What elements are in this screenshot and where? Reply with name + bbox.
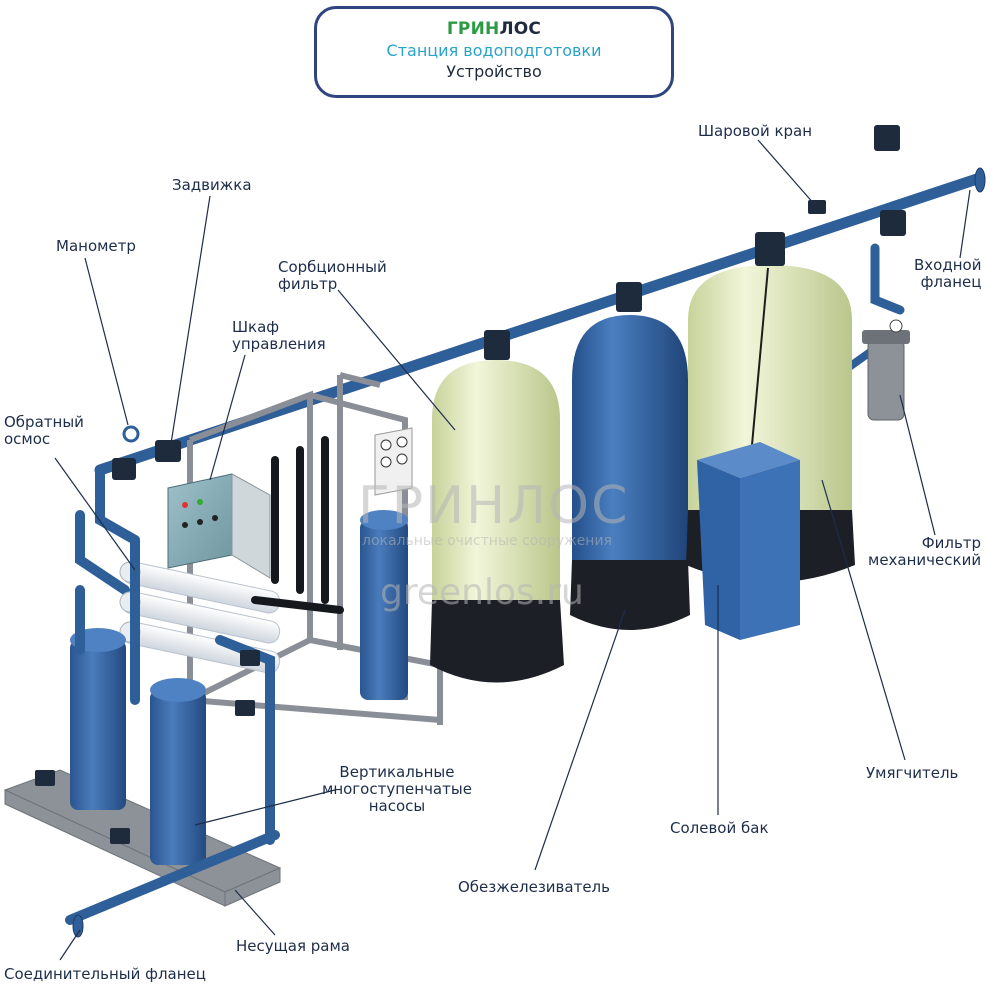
label-manometer: Манометр [56, 238, 136, 255]
label-salt-tank-text: Солевой бак [670, 819, 769, 837]
label-ball-valve-text: Шаровой кран [698, 122, 813, 140]
label-frame-text: Несущая рама [236, 937, 350, 955]
label-pumps-line3: насосы [368, 797, 426, 815]
ro-membranes [119, 561, 281, 674]
label-connecting-flange: Соединительный фланец [4, 966, 206, 983]
salt-tank [697, 442, 800, 640]
label-mechanical-filter-line2: механический [868, 551, 982, 569]
label-sorption-filter-line2: фильтр [278, 275, 338, 293]
sorption-filter-tank [430, 330, 564, 683]
pump-valves [35, 650, 260, 844]
gauge-panel [374, 427, 413, 496]
label-control-cabinet: Шкаф управления [232, 319, 326, 353]
label-pumps-line2: многоступенчатые [322, 780, 472, 798]
brand-green-part: ГРИН [446, 19, 500, 39]
label-deironer: Обезжелезиватель [458, 879, 610, 896]
label-sorption-filter: Сорбционный фильтр [278, 259, 387, 293]
label-mechanical-filter-line1: Фильтр [921, 534, 982, 552]
label-control-cabinet-line2: управления [232, 335, 326, 353]
label-pumps: Вертикальные многоступенчатые насосы [322, 764, 472, 815]
label-connecting-flange-text: Соединительный фланец [4, 965, 206, 983]
brand-dark-part: ЛОС [499, 19, 542, 39]
label-gate-valve-text: Задвижка [172, 176, 252, 194]
label-inlet-flange: Входной фланец [914, 257, 981, 291]
label-reverse-osmosis: Обратный осмос [4, 414, 84, 448]
watermark-brand: ГРИНЛОС [358, 476, 630, 536]
label-deironer-text: Обезжелезиватель [458, 878, 610, 896]
label-gate-valve: Задвижка [172, 177, 252, 194]
brand-title: ГРИНЛОС [317, 19, 671, 39]
label-reverse-osmosis-line1: Обратный [4, 413, 84, 431]
label-reverse-osmosis-line2: осмос [4, 430, 51, 448]
ro-housings [251, 436, 344, 614]
label-control-cabinet-line1: Шкаф [232, 318, 280, 336]
label-inlet-flange-line2: фланец [920, 273, 982, 291]
label-sorption-filter-line1: Сорбционный [278, 258, 387, 276]
pipe-manometer-icon [122, 425, 140, 443]
label-inlet-flange-line1: Входной [914, 256, 982, 274]
label-salt-tank: Солевой бак [670, 820, 769, 837]
label-pumps-line1: Вертикальные [339, 763, 455, 781]
deironer-tank [570, 282, 690, 630]
inlet-flange-icon [974, 167, 986, 193]
label-mechanical-filter: Фильтр механический [868, 535, 981, 569]
header-subtitle: Станция водоподготовки [386, 41, 602, 60]
leader-lines [54, 139, 971, 961]
mechanical-filter [862, 319, 910, 421]
pump-piping [65, 535, 280, 925]
vertical-pumps [70, 510, 408, 865]
watermark-site: greenlos.ru [380, 572, 584, 613]
label-softener: Умягчитель [866, 765, 958, 782]
pipe-valves [112, 125, 906, 480]
control-cabinet [167, 473, 271, 579]
connecting-flange-icon [72, 914, 84, 938]
label-softener-text: Умягчитель [866, 764, 959, 782]
label-frame: Несущая рама [236, 938, 350, 955]
header-caption: Устройство [446, 62, 542, 81]
label-manometer-text: Манометр [56, 237, 136, 255]
watermark-tagline: локальные очистные сооружения [362, 533, 612, 549]
header-box: ГРИНЛОС Станция водоподготовки Устройств… [314, 6, 674, 98]
label-ball-valve: Шаровой кран [698, 123, 812, 140]
